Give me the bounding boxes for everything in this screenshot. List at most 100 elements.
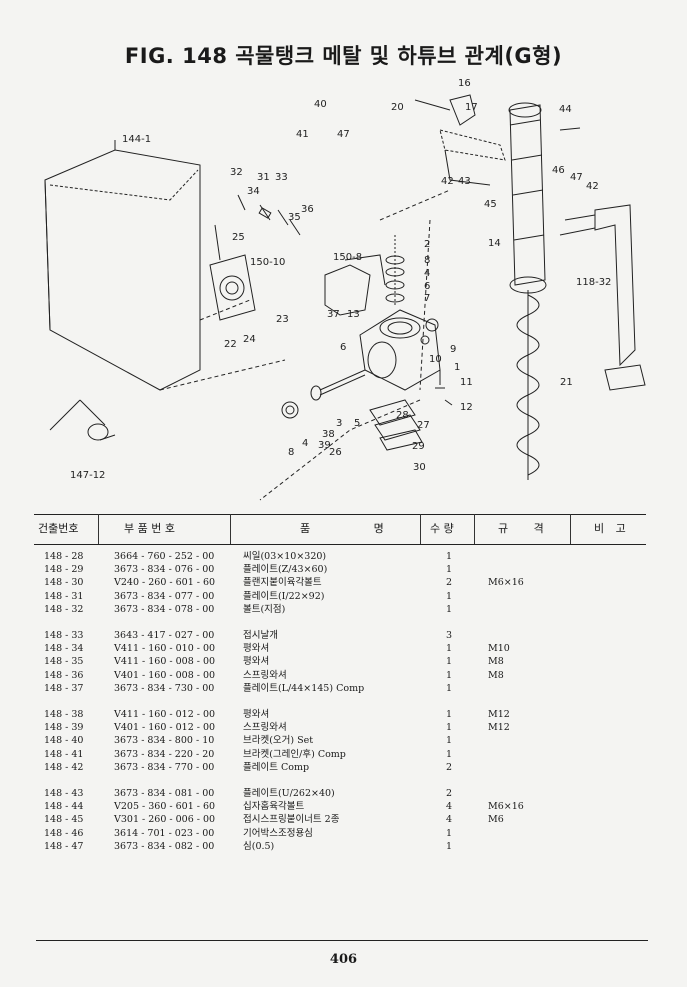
header-remarks: 비 고 (594, 522, 626, 535)
callout-1: 1 (454, 362, 460, 373)
part-index-cell: 148 - 46 (44, 827, 84, 839)
part-index-cell: 148 - 37 (44, 682, 84, 694)
quantity-cell: 2 (446, 577, 453, 589)
part-number-cell: 3673 - 834 - 077 - 00 (114, 590, 215, 602)
part-index-cell: 148 - 44 (44, 801, 84, 813)
callout-42a: 42 (441, 176, 454, 187)
callout-44: 44 (559, 104, 572, 115)
header-spec: 규 격 (498, 522, 544, 535)
part-number-cell: V411 - 160 - 008 - 00 (114, 656, 216, 668)
callout-16: 16 (458, 78, 471, 89)
part-name-cell: 기어박스조정용심 (243, 827, 313, 839)
callout-43: 43 (458, 176, 471, 187)
quantity-cell: 1 (446, 682, 453, 694)
callout-6b: 6 (340, 342, 346, 353)
spec-cell: M6×16 (488, 577, 524, 589)
part-index-cell: 148 - 30 (44, 577, 84, 589)
callout-31: 31 (257, 172, 270, 183)
quantity-cell: 1 (446, 656, 453, 668)
part-number-cell: V411 - 160 - 012 - 00 (114, 709, 216, 720)
callout-45: 45 (484, 199, 497, 210)
spec-cell: M12 (488, 722, 510, 734)
callout-24: 24 (243, 334, 256, 345)
part-number-cell: V401 - 160 - 012 - 00 (114, 722, 216, 734)
quantity-cell: 1 (446, 748, 453, 760)
quantity-cell: 3 (446, 630, 453, 641)
callout-10: 10 (429, 354, 442, 365)
part-number-cell: 3673 - 834 - 730 - 00 (114, 682, 215, 694)
quantity-cell: 1 (446, 735, 453, 747)
auger-spiral (516, 294, 540, 476)
part-number-cell: V411 - 160 - 010 - 00 (114, 643, 216, 655)
callout-29: 29 (412, 441, 425, 452)
part-index-cell: 148 - 33 (44, 630, 84, 641)
callout-37: 37 (327, 309, 340, 320)
callout-7: 7 (424, 293, 430, 304)
callout-4b: 4 (302, 438, 308, 449)
quantity-cell: 1 (446, 590, 453, 602)
quantity-cell: 1 (446, 551, 453, 562)
part-name-cell: 브라켓(그레인/후) Comp (243, 748, 346, 760)
callout-35: 35 (288, 212, 301, 223)
part-number-cell: 3673 - 834 - 082 - 00 (114, 840, 215, 852)
callout-41: 41 (296, 129, 309, 140)
callout-21: 21 (560, 377, 573, 388)
callout-150-10: 150-10 (250, 257, 285, 268)
callout-5: 5 (354, 418, 360, 429)
spec-cell: M8 (488, 669, 504, 681)
callout-14: 14 (488, 238, 501, 249)
quantity-cell: 1 (446, 840, 453, 852)
spec-cell: M8 (488, 656, 504, 668)
part-index-cell: 148 - 45 (44, 814, 84, 826)
callout-25: 25 (232, 232, 245, 243)
quantity-cell: 2 (446, 788, 453, 799)
bracket-37 (324, 264, 371, 316)
quantity-cell: 1 (446, 643, 453, 655)
table-row: 148 - 35 V411 - 160 - 008 - 00 평와셔 1 M8 (0, 655, 687, 668)
part-name-cell: 평와셔 (243, 656, 270, 668)
part-index-cell: 148 - 40 (44, 735, 84, 747)
quantity-cell: 2 (446, 761, 453, 773)
callout-8b: 8 (288, 447, 294, 458)
part-index-cell: 148 - 47 (44, 840, 84, 852)
part-name-cell: 십자홈육각볼트 (243, 801, 305, 813)
callout-118-32: 118-32 (576, 277, 611, 288)
callout-3: 3 (336, 418, 342, 429)
callout-47a: 47 (337, 129, 350, 140)
part-index-cell: 148 - 35 (44, 656, 84, 668)
part-number-cell: 3673 - 834 - 081 - 00 (114, 788, 215, 799)
callout-23: 23 (276, 314, 289, 325)
part-name-cell: 평와셔 (243, 643, 270, 655)
callout-6a: 6 (424, 281, 430, 292)
part-index-cell: 148 - 28 (44, 551, 84, 562)
quantity-cell: 4 (446, 814, 453, 826)
header-part-number: 부 품 번 호 (124, 522, 175, 535)
callout-26: 26 (329, 447, 342, 458)
part-number-cell: 3673 - 834 - 076 - 00 (114, 564, 215, 576)
callout-33: 33 (275, 172, 288, 183)
part-index-cell: 148 - 39 (44, 722, 84, 734)
header-part-name: 품 명 (300, 522, 384, 535)
callout-12: 12 (460, 402, 473, 413)
lower-tube (509, 104, 546, 286)
quantity-cell: 1 (446, 827, 453, 839)
callout-13: 13 (347, 309, 360, 320)
figure-title: FIG. 148 곡물탱크 메탈 및 하튜브 관계(G형) (124, 44, 563, 68)
part-index-cell: 148 - 36 (44, 669, 84, 681)
part-name-cell: 접시스프링붙이너트 2종 (243, 814, 340, 826)
callout-27: 27 (417, 420, 430, 431)
callout-36: 36 (301, 204, 314, 215)
quantity-cell: 1 (446, 722, 453, 734)
